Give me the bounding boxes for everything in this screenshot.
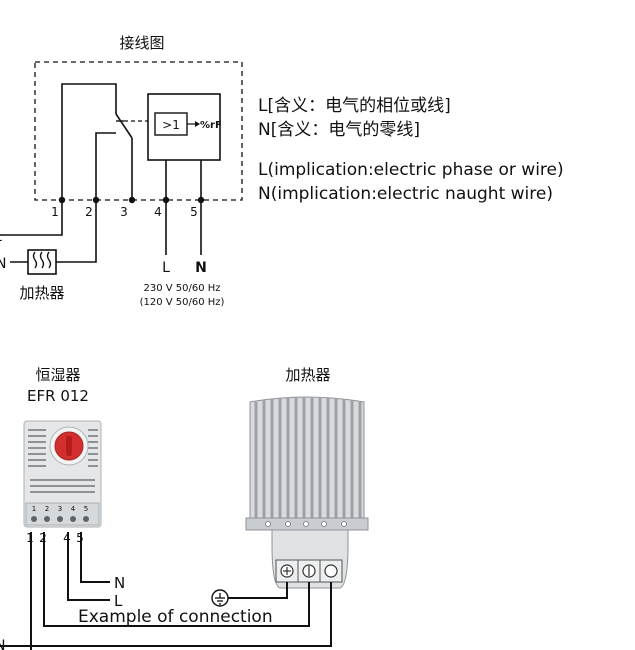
heater-terminal-3-icon xyxy=(324,564,338,578)
terminal-label-3: 3 xyxy=(120,205,128,219)
wire-n-supply xyxy=(80,532,110,583)
wire-earth xyxy=(228,582,288,599)
device-name: 恒湿器 xyxy=(35,366,80,384)
wiring-title: 接线图 xyxy=(119,34,164,52)
device-enclosure xyxy=(34,61,243,201)
heater-device xyxy=(245,396,369,589)
external-l-wire xyxy=(0,200,63,236)
terminal-label-1: 1 xyxy=(51,205,59,219)
left-l-label: L xyxy=(0,229,2,245)
device-screw-4 xyxy=(70,516,76,522)
terminal-label-4: 4 xyxy=(154,205,162,219)
voltage-alt: (120 V 50/60 Hz) xyxy=(140,297,225,308)
supply-n-label: N xyxy=(195,260,207,276)
legend-n-en: N(implication:electric naught wire) xyxy=(258,184,553,204)
device-model: EFR 012 xyxy=(27,387,89,405)
heater-title: 加热器 xyxy=(285,366,330,384)
terminal-dot-5 xyxy=(197,196,205,204)
device-terminal-5: 5 xyxy=(84,505,88,513)
comparator-symbol: >1 xyxy=(162,118,180,132)
device-screw-1 xyxy=(31,516,37,522)
terminal-dot-3 xyxy=(128,196,136,204)
connection-caption: Example of connection xyxy=(78,607,273,627)
wire-l-supply xyxy=(67,532,110,601)
terminal-dot-4 xyxy=(162,196,170,204)
legend-l-cn: L[含义：电气的相位或线] xyxy=(258,96,451,116)
heater-label-top: 加热器 xyxy=(19,284,64,302)
external-heater-wire xyxy=(56,200,97,263)
device-terminal-4: 4 xyxy=(71,505,76,513)
device-screw-5 xyxy=(83,516,89,522)
wire-label-n: N xyxy=(114,574,125,592)
wire-n-heater xyxy=(0,582,332,647)
legend-n-cn: N[含义：电气的零线] xyxy=(258,120,420,140)
voltage-main: 230 V 50/60 Hz xyxy=(143,283,220,294)
left-n-label: N xyxy=(0,256,6,272)
wire-heater-device xyxy=(43,532,310,627)
legend-l-en: L(implication:electric phase or wire) xyxy=(258,160,564,180)
supply-l-label: L xyxy=(162,260,170,276)
device-terminal-1: 1 xyxy=(32,505,36,513)
bottom-left-n-label: N xyxy=(0,638,5,650)
device-terminal-2: 2 xyxy=(45,505,49,513)
relay-switch-arm xyxy=(115,113,133,139)
device-screw-3 xyxy=(57,516,63,522)
relay-common-wire xyxy=(61,83,117,200)
device-terminal-3: 3 xyxy=(58,505,62,513)
heater-icon xyxy=(27,249,57,275)
device-screw-2 xyxy=(44,516,50,522)
heat-waves-icon xyxy=(32,251,52,269)
dial-grip-icon xyxy=(66,436,72,456)
terminal-label-2: 2 xyxy=(85,205,93,219)
terminal-label-5: 5 xyxy=(190,205,198,219)
humidity-sensor-symbol: %rF xyxy=(200,120,222,131)
signal-arrow-head xyxy=(195,121,200,127)
wire-label-l: L xyxy=(114,592,123,610)
relay-nc-wire xyxy=(95,132,116,200)
